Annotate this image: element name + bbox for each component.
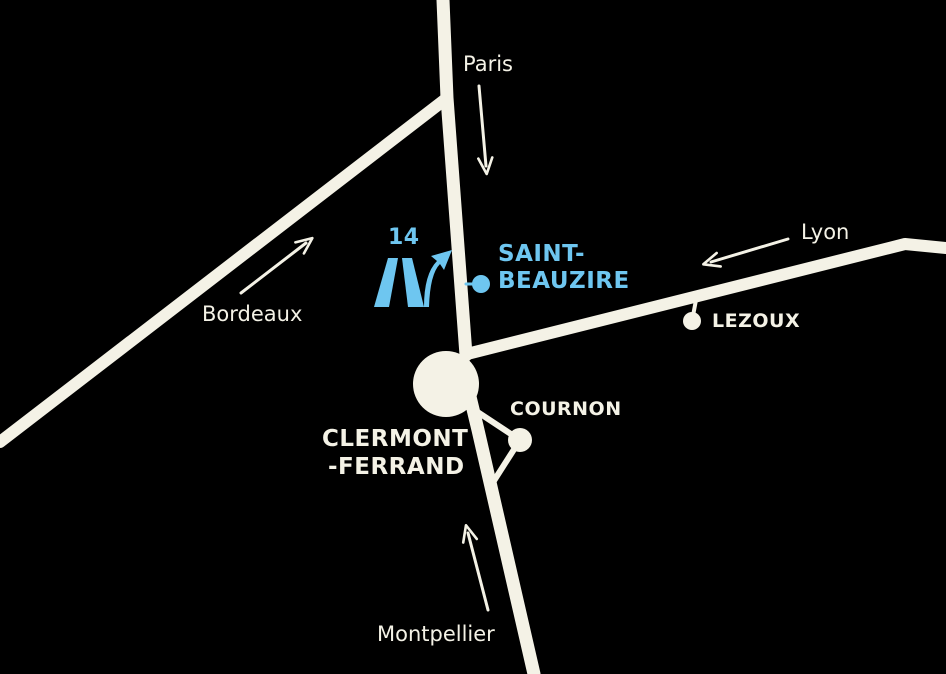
lezoux-marker xyxy=(683,312,701,330)
town-label-clermont-line1: CLERMONT xyxy=(322,426,468,452)
direction-arrows xyxy=(239,84,790,612)
arrow-paris-icon xyxy=(477,84,494,176)
direction-label-montpellier: Montpellier xyxy=(377,622,495,646)
town-label-cournon: COURNON xyxy=(510,398,622,420)
exit-name-line1: SAINT- xyxy=(498,241,585,267)
exit-number: 14 xyxy=(388,225,420,250)
motorway-exit-icon xyxy=(374,250,452,307)
road-lyon xyxy=(461,238,946,360)
clermont-ferrand-marker xyxy=(413,351,479,417)
town-label-clermont-line2: -FERRAND xyxy=(328,454,465,480)
road-bordeaux xyxy=(0,92,453,448)
arrow-bordeaux-icon xyxy=(239,236,314,295)
direction-label-bordeaux: Bordeaux xyxy=(202,302,302,326)
direction-label-lyon: Lyon xyxy=(801,220,849,244)
town-label-lezoux: LEZOUX xyxy=(712,310,800,332)
direction-label-paris: Paris xyxy=(463,52,513,76)
saint-beauzire-marker xyxy=(472,275,490,293)
cournon-marker xyxy=(508,428,532,452)
arrow-lyon-icon xyxy=(702,237,790,268)
arrow-montpellier-icon xyxy=(461,523,490,612)
exit-name-line2: BEAUZIRE xyxy=(498,268,630,294)
